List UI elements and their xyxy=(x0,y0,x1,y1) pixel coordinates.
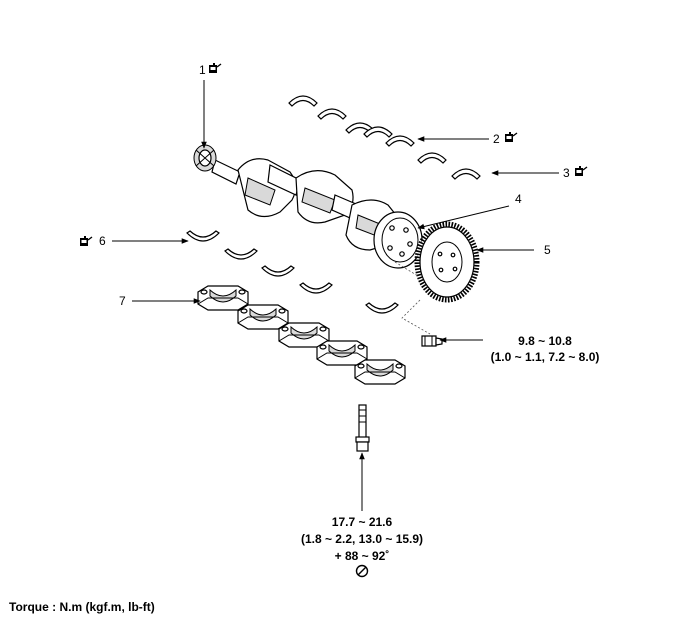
crankshaft-sprocket xyxy=(193,144,217,172)
oil-can-icon xyxy=(504,131,518,143)
main-bearing-caps xyxy=(197,285,406,385)
drive-plate-bolt xyxy=(421,335,443,347)
main-cap-bolt xyxy=(355,404,370,452)
callout-1: 1 xyxy=(199,63,206,77)
torque-unit-note: Torque : N.m (kgf.m, lb-ft) xyxy=(9,600,155,614)
callout-7: 7 xyxy=(119,294,126,308)
oil-can-icon xyxy=(574,165,588,177)
crankshaft xyxy=(193,144,423,269)
callout-6: 6 xyxy=(99,234,106,248)
flywheel-bolt-torque: 9.8 ~ 10.8 xyxy=(518,334,572,348)
flywheel-bolt-torque-alt: (1.0 ~ 1.1, 7.2 ~ 8.0) xyxy=(491,350,600,364)
callout-2: 2 xyxy=(493,132,500,146)
drive-plate xyxy=(414,221,480,303)
cap-bolt-torque-alt: (1.8 ~ 2.2, 13.0 ~ 15.9) xyxy=(301,532,423,546)
cap-bolt-torque-angle: + 88 ~ 92˚ xyxy=(335,549,390,563)
callout-3: 3 xyxy=(563,166,570,180)
oil-can-icon xyxy=(79,235,93,247)
cap-bolt-torque: 17.7 ~ 21.6 xyxy=(332,515,393,529)
do-not-reuse-icon xyxy=(355,564,369,578)
callout-5: 5 xyxy=(544,243,551,257)
upper-bearing-shells xyxy=(288,95,481,180)
callout-4: 4 xyxy=(515,192,522,206)
oil-can-icon xyxy=(208,62,222,74)
